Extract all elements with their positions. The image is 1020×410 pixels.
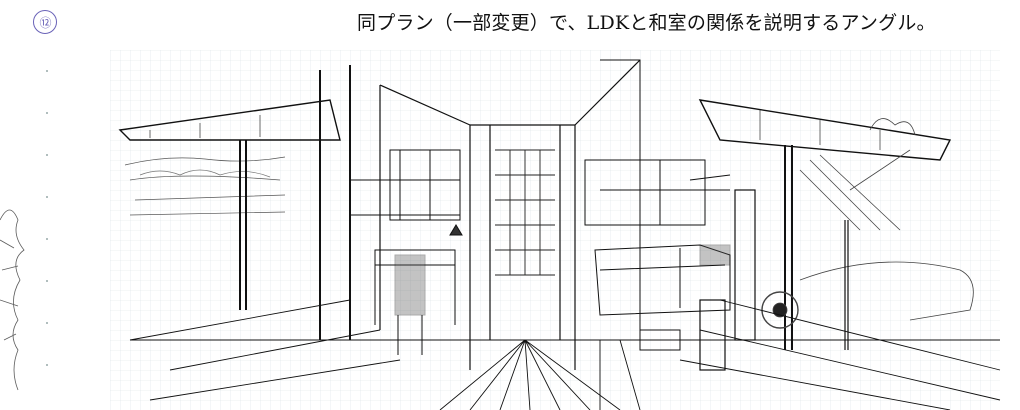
perspective-sketch-image xyxy=(0,50,1001,410)
landscape-right xyxy=(761,118,974,329)
page-caption: 同プラン（一部変更）で、LDKと和室の関係を説明するアングル。 xyxy=(357,12,936,34)
desk-with-chair xyxy=(374,224,463,355)
structural-columns xyxy=(239,65,793,350)
bookshelf-center xyxy=(495,149,555,276)
floor-perspective-lines xyxy=(129,299,1001,410)
kitchen-counter xyxy=(594,244,731,351)
ceiling-slab-right xyxy=(698,99,952,161)
upper-cabinets-left xyxy=(350,149,461,221)
tall-panels-right xyxy=(699,189,849,371)
page-number-badge: ⑫ xyxy=(33,10,57,34)
tree-sketch-left xyxy=(0,209,25,391)
margin-dots xyxy=(46,70,52,400)
central-corridor xyxy=(379,59,641,370)
ceiling-slab-left xyxy=(118,99,341,141)
upper-cabinets-right xyxy=(584,159,731,226)
